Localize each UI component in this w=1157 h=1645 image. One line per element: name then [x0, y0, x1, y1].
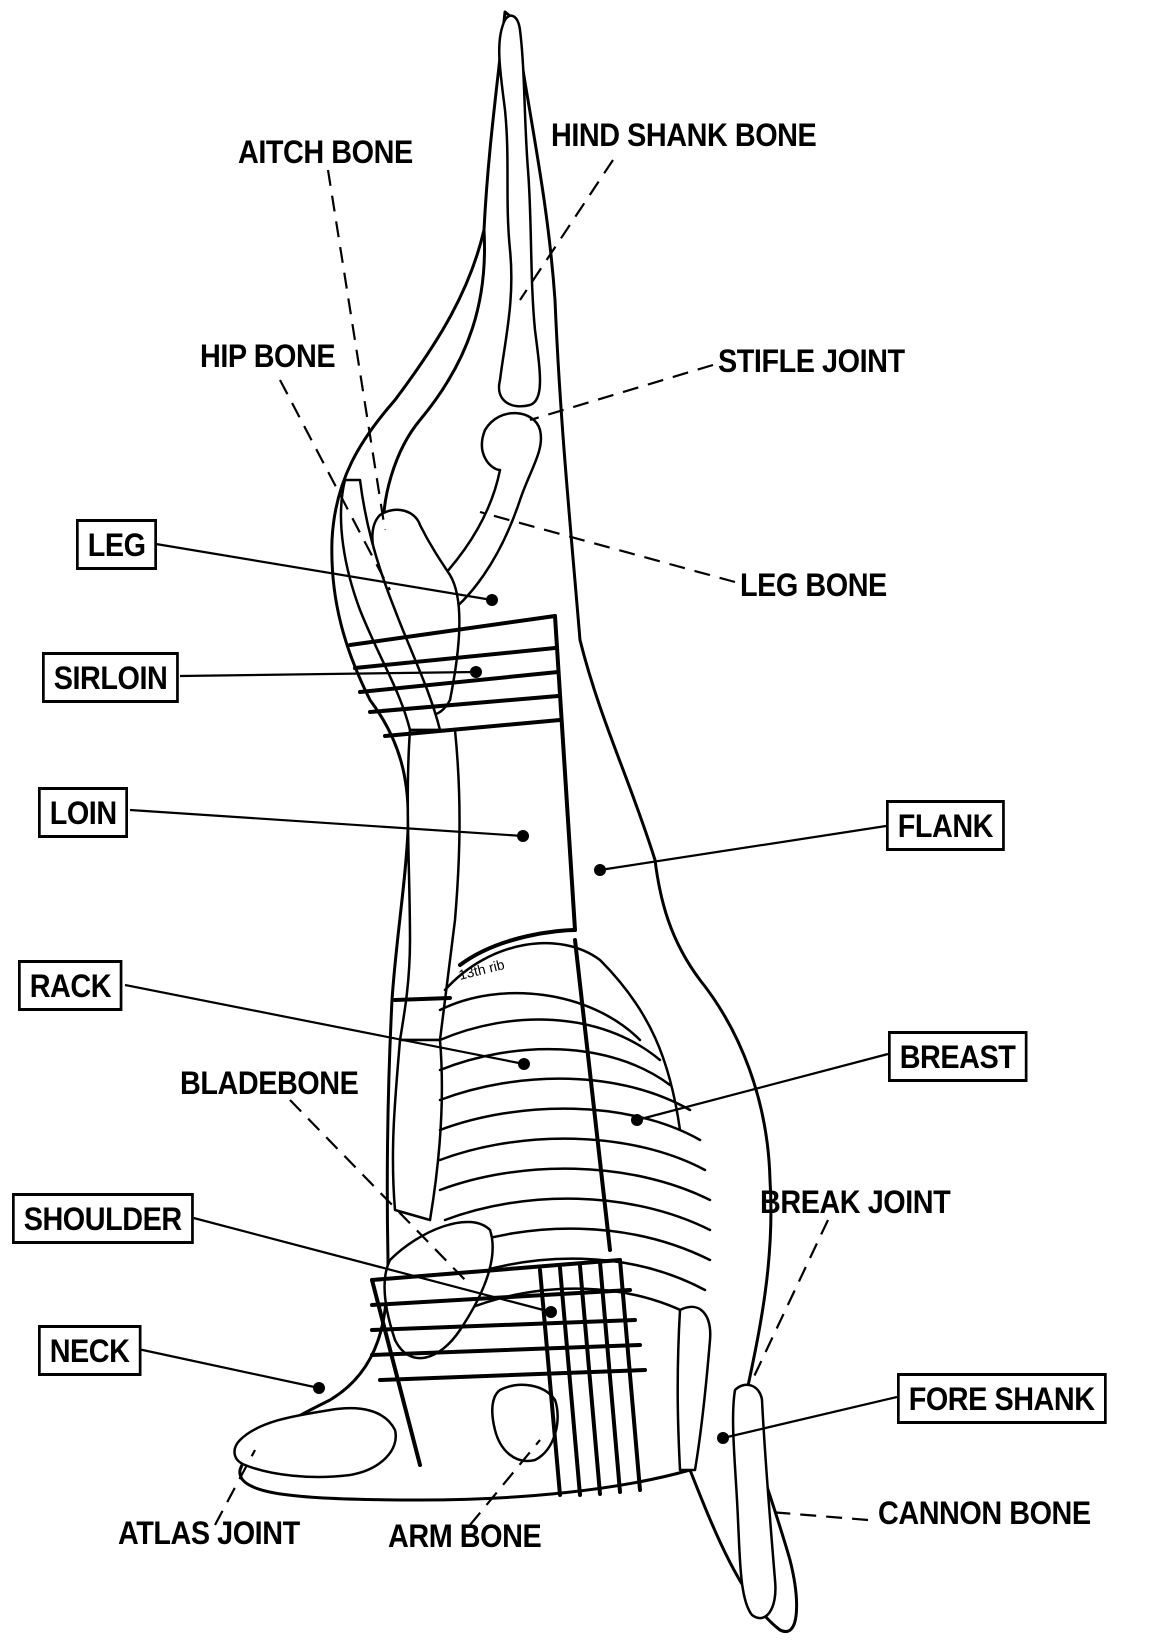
- bladebone: [385, 1222, 493, 1358]
- leg-bone-label: LEG BONE: [740, 569, 887, 601]
- fore-shank-label: FORE SHANK: [897, 1373, 1106, 1424]
- rack-dot: [518, 1058, 530, 1070]
- fore-shank-dot: [717, 1432, 729, 1444]
- rack-label: RACK: [18, 960, 123, 1011]
- leg-label: LEG: [76, 519, 157, 570]
- shoulder-label: SHOULDER: [12, 1193, 193, 1244]
- arm-bone: [492, 1385, 557, 1461]
- hind-shank-bone: [499, 16, 540, 407]
- fore-shank-bone: [678, 1307, 711, 1470]
- bladebone-label: BLADEBONE: [180, 1067, 358, 1099]
- neck-bones: [235, 1408, 396, 1477]
- hip-bone-label: HIP BONE: [200, 340, 335, 372]
- cannon-bone: [733, 1385, 775, 1618]
- neck-dot: [313, 1382, 325, 1394]
- flank-label: FLANK: [886, 800, 1005, 851]
- sirloin-label: SIRLOIN: [42, 652, 179, 703]
- break-joint-label: BREAK JOINT: [760, 1186, 950, 1218]
- loin-dot: [517, 830, 529, 842]
- sirloin-dot: [470, 666, 482, 678]
- stifle-joint-label: STIFLE JOINT: [718, 345, 905, 377]
- breast-label: BREAST: [888, 1031, 1027, 1082]
- leg-dot: [486, 594, 498, 606]
- flank-dot: [594, 864, 606, 876]
- neck-label: NECK: [38, 1325, 141, 1376]
- atlas-joint-label: ATLAS JOINT: [118, 1517, 300, 1549]
- cannon-bone-label: CANNON BONE: [878, 1497, 1091, 1529]
- arm-bone-label: ARM BONE: [388, 1520, 541, 1552]
- aitch-bone-label: AITCH BONE: [238, 136, 413, 168]
- breast-dot: [631, 1114, 643, 1126]
- loin-label: LOIN: [38, 787, 128, 838]
- shoulder-dot: [545, 1306, 557, 1318]
- hind-shank-bone-label: HIND SHANK BONE: [551, 119, 816, 151]
